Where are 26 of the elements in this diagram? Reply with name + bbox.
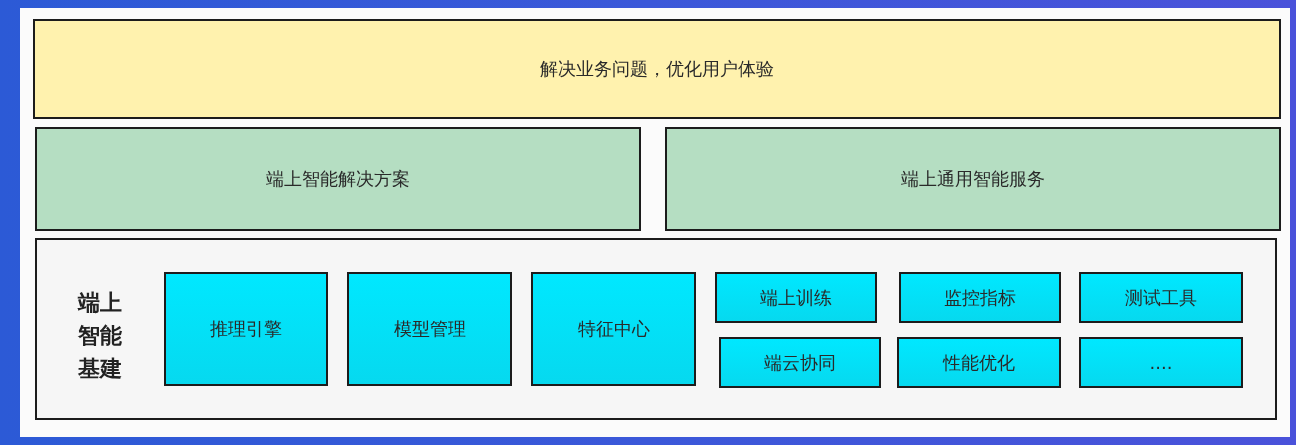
module-tile — [1079, 272, 1243, 323]
module-tile — [347, 272, 512, 386]
layer-band — [35, 127, 641, 231]
module-tile — [164, 272, 328, 386]
module-label: 端上训练 — [760, 286, 832, 309]
layer-label: 端上智能解决方案 — [266, 168, 410, 190]
module-tile — [531, 272, 696, 386]
module-label: 推理引擎 — [210, 318, 282, 340]
module-label: 测试工具 — [1125, 286, 1197, 309]
infrastructure-panel — [35, 238, 1277, 420]
layer-label: 端上通用智能服务 — [901, 168, 1045, 190]
layer-label: 解决业务问题，优化用户体验 — [540, 58, 774, 80]
module-tile — [1079, 337, 1243, 388]
layer-band — [665, 127, 1281, 231]
module-label: 模型管理 — [393, 318, 466, 340]
module-label: 端云协同 — [764, 351, 836, 374]
module-tile — [897, 337, 1061, 388]
layer-band — [33, 19, 1281, 119]
module-label: 性能优化 — [943, 351, 1015, 374]
module-tile — [899, 272, 1061, 323]
module-label: 特征中心 — [577, 318, 650, 340]
module-label: 监控指标 — [944, 286, 1016, 309]
module-tile — [719, 337, 881, 388]
module-label: .... — [1149, 351, 1173, 374]
panel-heading: 端上智能基建 — [78, 289, 123, 383]
module-tile — [715, 272, 877, 323]
